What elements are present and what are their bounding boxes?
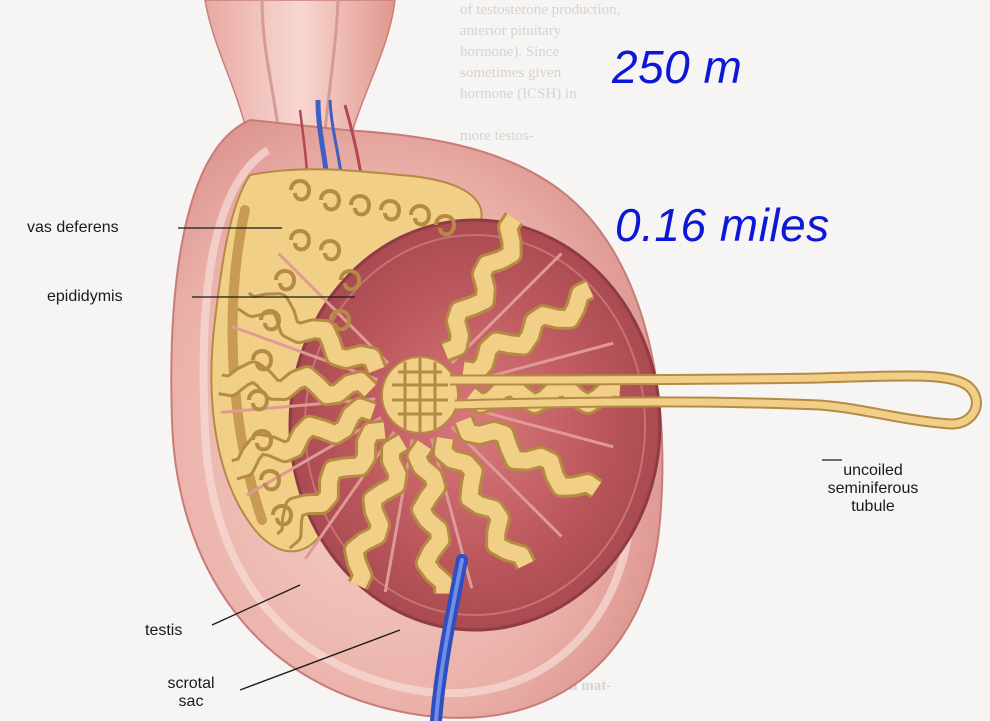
- distance-meters-annotation: 250 m: [612, 40, 742, 94]
- uncoiled-seminiferous-tubule-label: uncoiled seminiferous tubule: [818, 462, 928, 516]
- uncoiled-label-line1: uncoiled: [818, 462, 928, 480]
- scrotal-sac-label: scrotal sac: [154, 675, 228, 711]
- rete-testis: [382, 357, 458, 433]
- testis-label: testis: [145, 622, 182, 640]
- uncoiled-label-line3: tubule: [818, 498, 928, 516]
- uncoiled-label-line2: seminiferous: [818, 480, 928, 498]
- vas-deferens-label: vas deferens: [27, 219, 119, 237]
- epididymis-label: epididymis: [47, 288, 123, 306]
- scrotal-label-line2: sac: [154, 693, 228, 711]
- distance-miles-annotation: 0.16 miles: [615, 198, 830, 252]
- scrotal-label-line1: scrotal: [154, 675, 228, 693]
